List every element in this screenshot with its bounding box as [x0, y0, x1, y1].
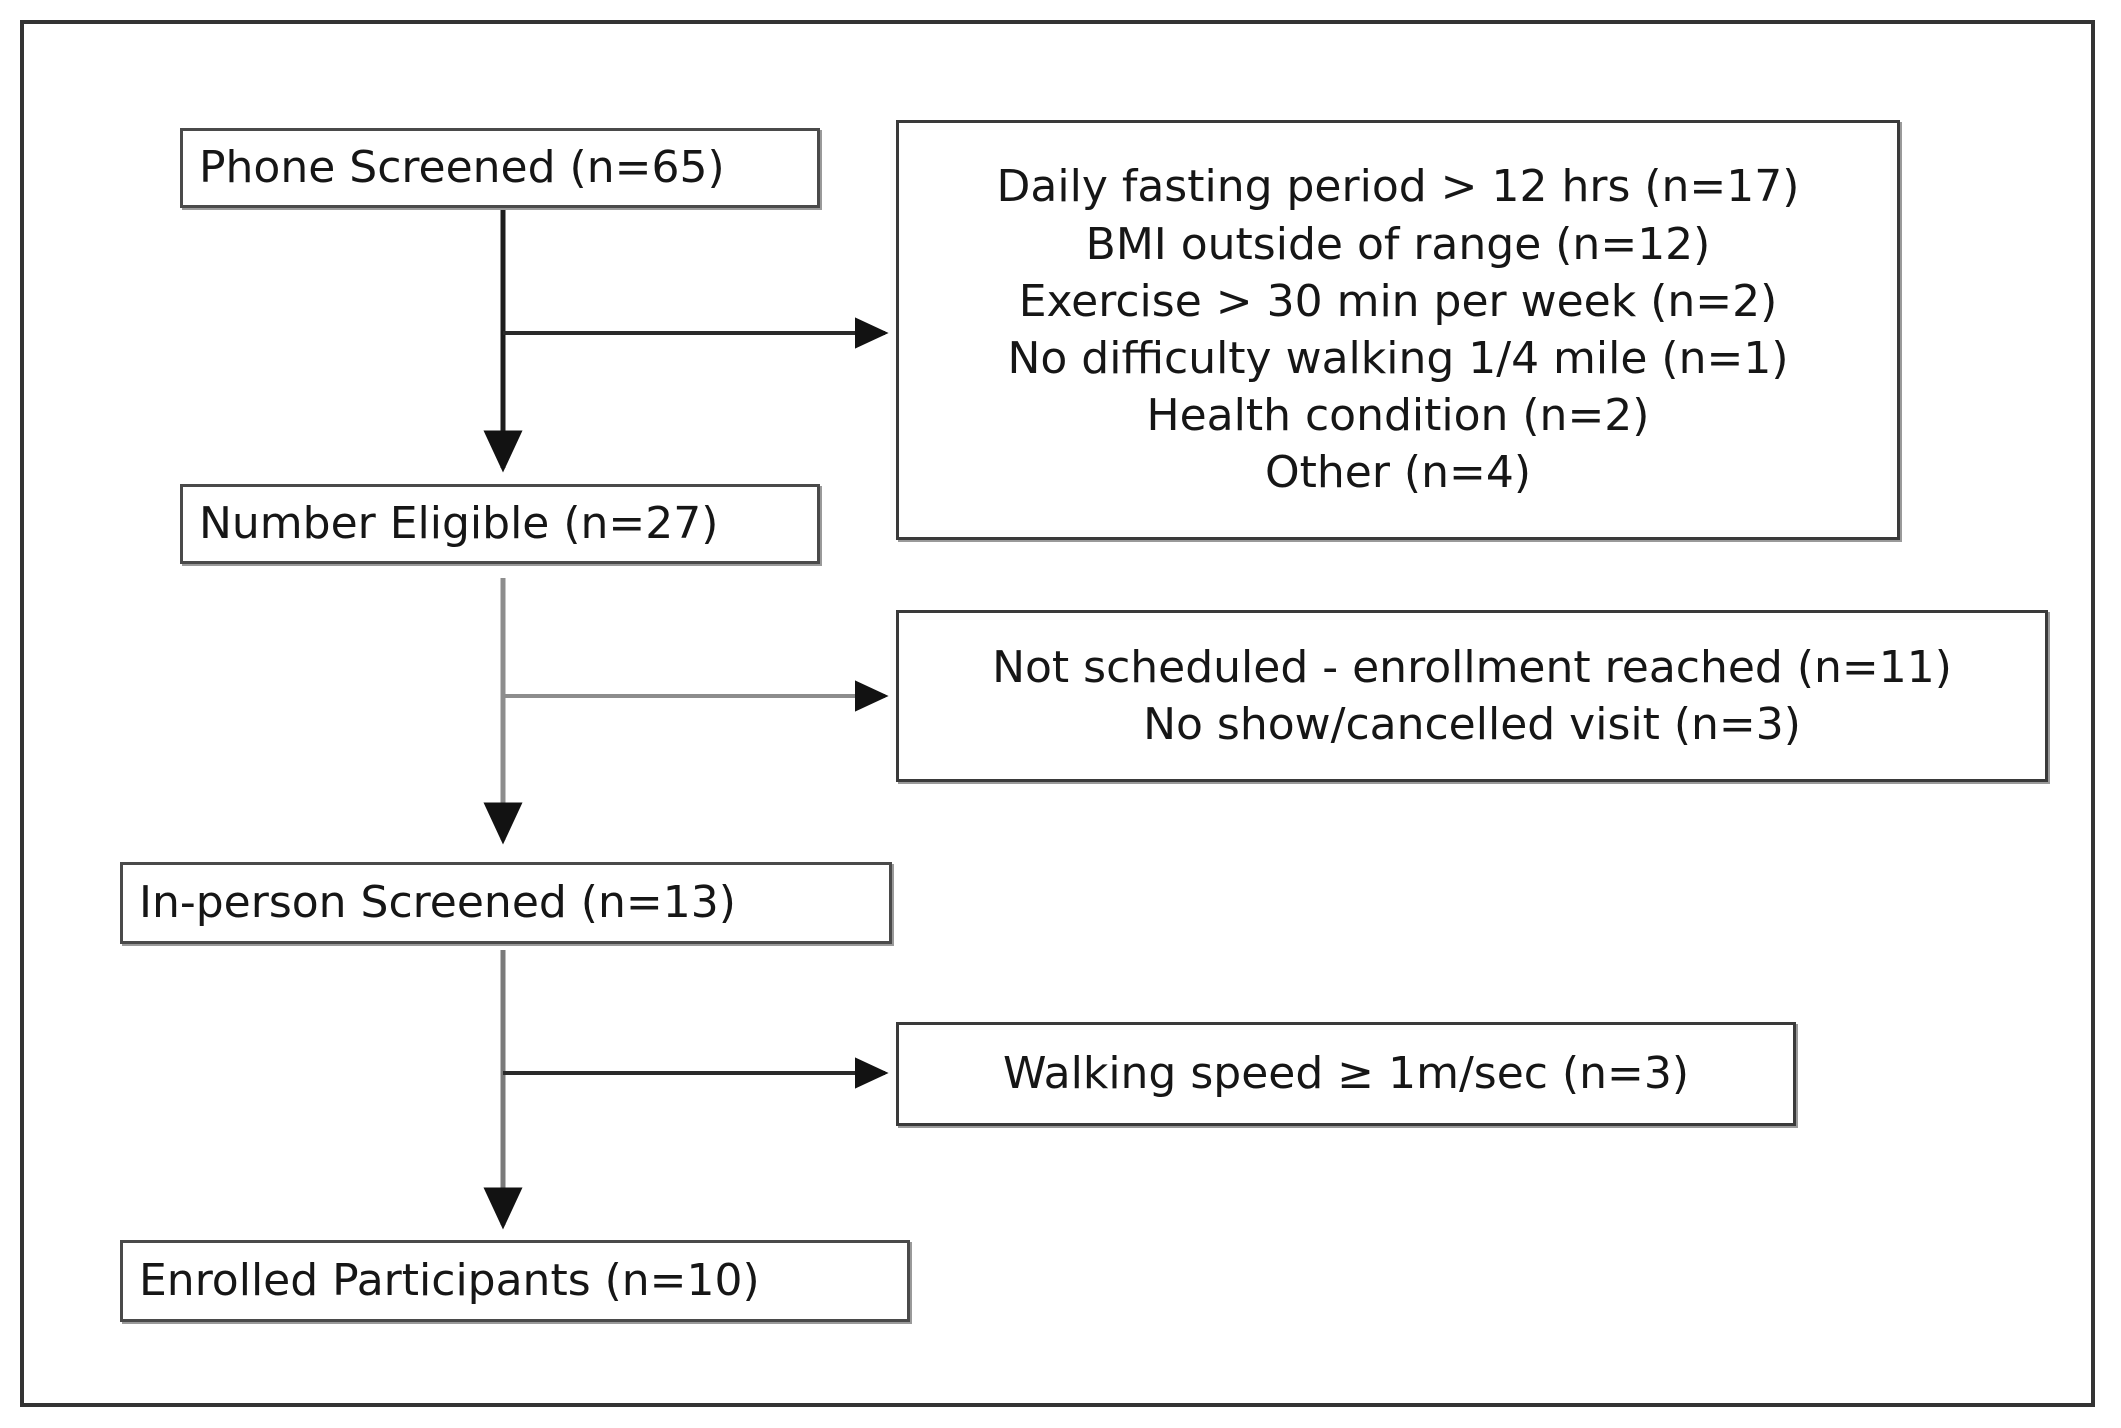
- exclusion-line: Other (n=4): [1265, 447, 1531, 499]
- exclusion-line: No difficulty walking 1/4 mile (n=1): [1007, 333, 1789, 384]
- stage-label-enrolled-participants: Enrolled Participants (n=10): [139, 1255, 760, 1307]
- exclusion-line: Daily fasting period > 12 hrs (n=17): [996, 161, 1800, 213]
- exclusion-line: Exercise > 30 min per week (n=2): [1018, 275, 1778, 327]
- exclusion-box-after-in-person-screen[interactable]: Walking speed ≥ 1m/sec (n=3): [896, 1022, 1796, 1126]
- exclusion-line: BMI outside of range (n=12): [1085, 218, 1711, 270]
- exclusion-line: Not scheduled - enrollment reached (n=11…: [992, 641, 1952, 693]
- exclusion-line: Health condition (n=2): [1146, 390, 1650, 442]
- stage-box-enrolled-participants[interactable]: Enrolled Participants (n=10): [120, 1240, 910, 1322]
- exclusion-line: No show/cancelled visit (n=3): [1143, 699, 1801, 750]
- stage-label-in-person-screened: In-person Screened (n=13): [139, 877, 736, 929]
- exclusion-line: Walking speed ≥ 1m/sec (n=3): [1002, 1048, 1690, 1100]
- exclusion-box-after-phone-screen[interactable]: Daily fasting period > 12 hrs (n=17) BMI…: [896, 120, 1900, 540]
- stage-box-number-eligible[interactable]: Number Eligible (n=27): [180, 484, 820, 564]
- stage-box-in-person-screened[interactable]: In-person Screened (n=13): [120, 862, 892, 944]
- stage-box-phone-screened[interactable]: Phone Screened (n=65): [180, 128, 820, 208]
- stage-label-number-eligible: Number Eligible (n=27): [199, 498, 719, 550]
- exclusion-box-after-eligible[interactable]: Not scheduled - enrollment reached (n=11…: [896, 610, 2048, 782]
- stage-label-phone-screened: Phone Screened (n=65): [199, 142, 725, 194]
